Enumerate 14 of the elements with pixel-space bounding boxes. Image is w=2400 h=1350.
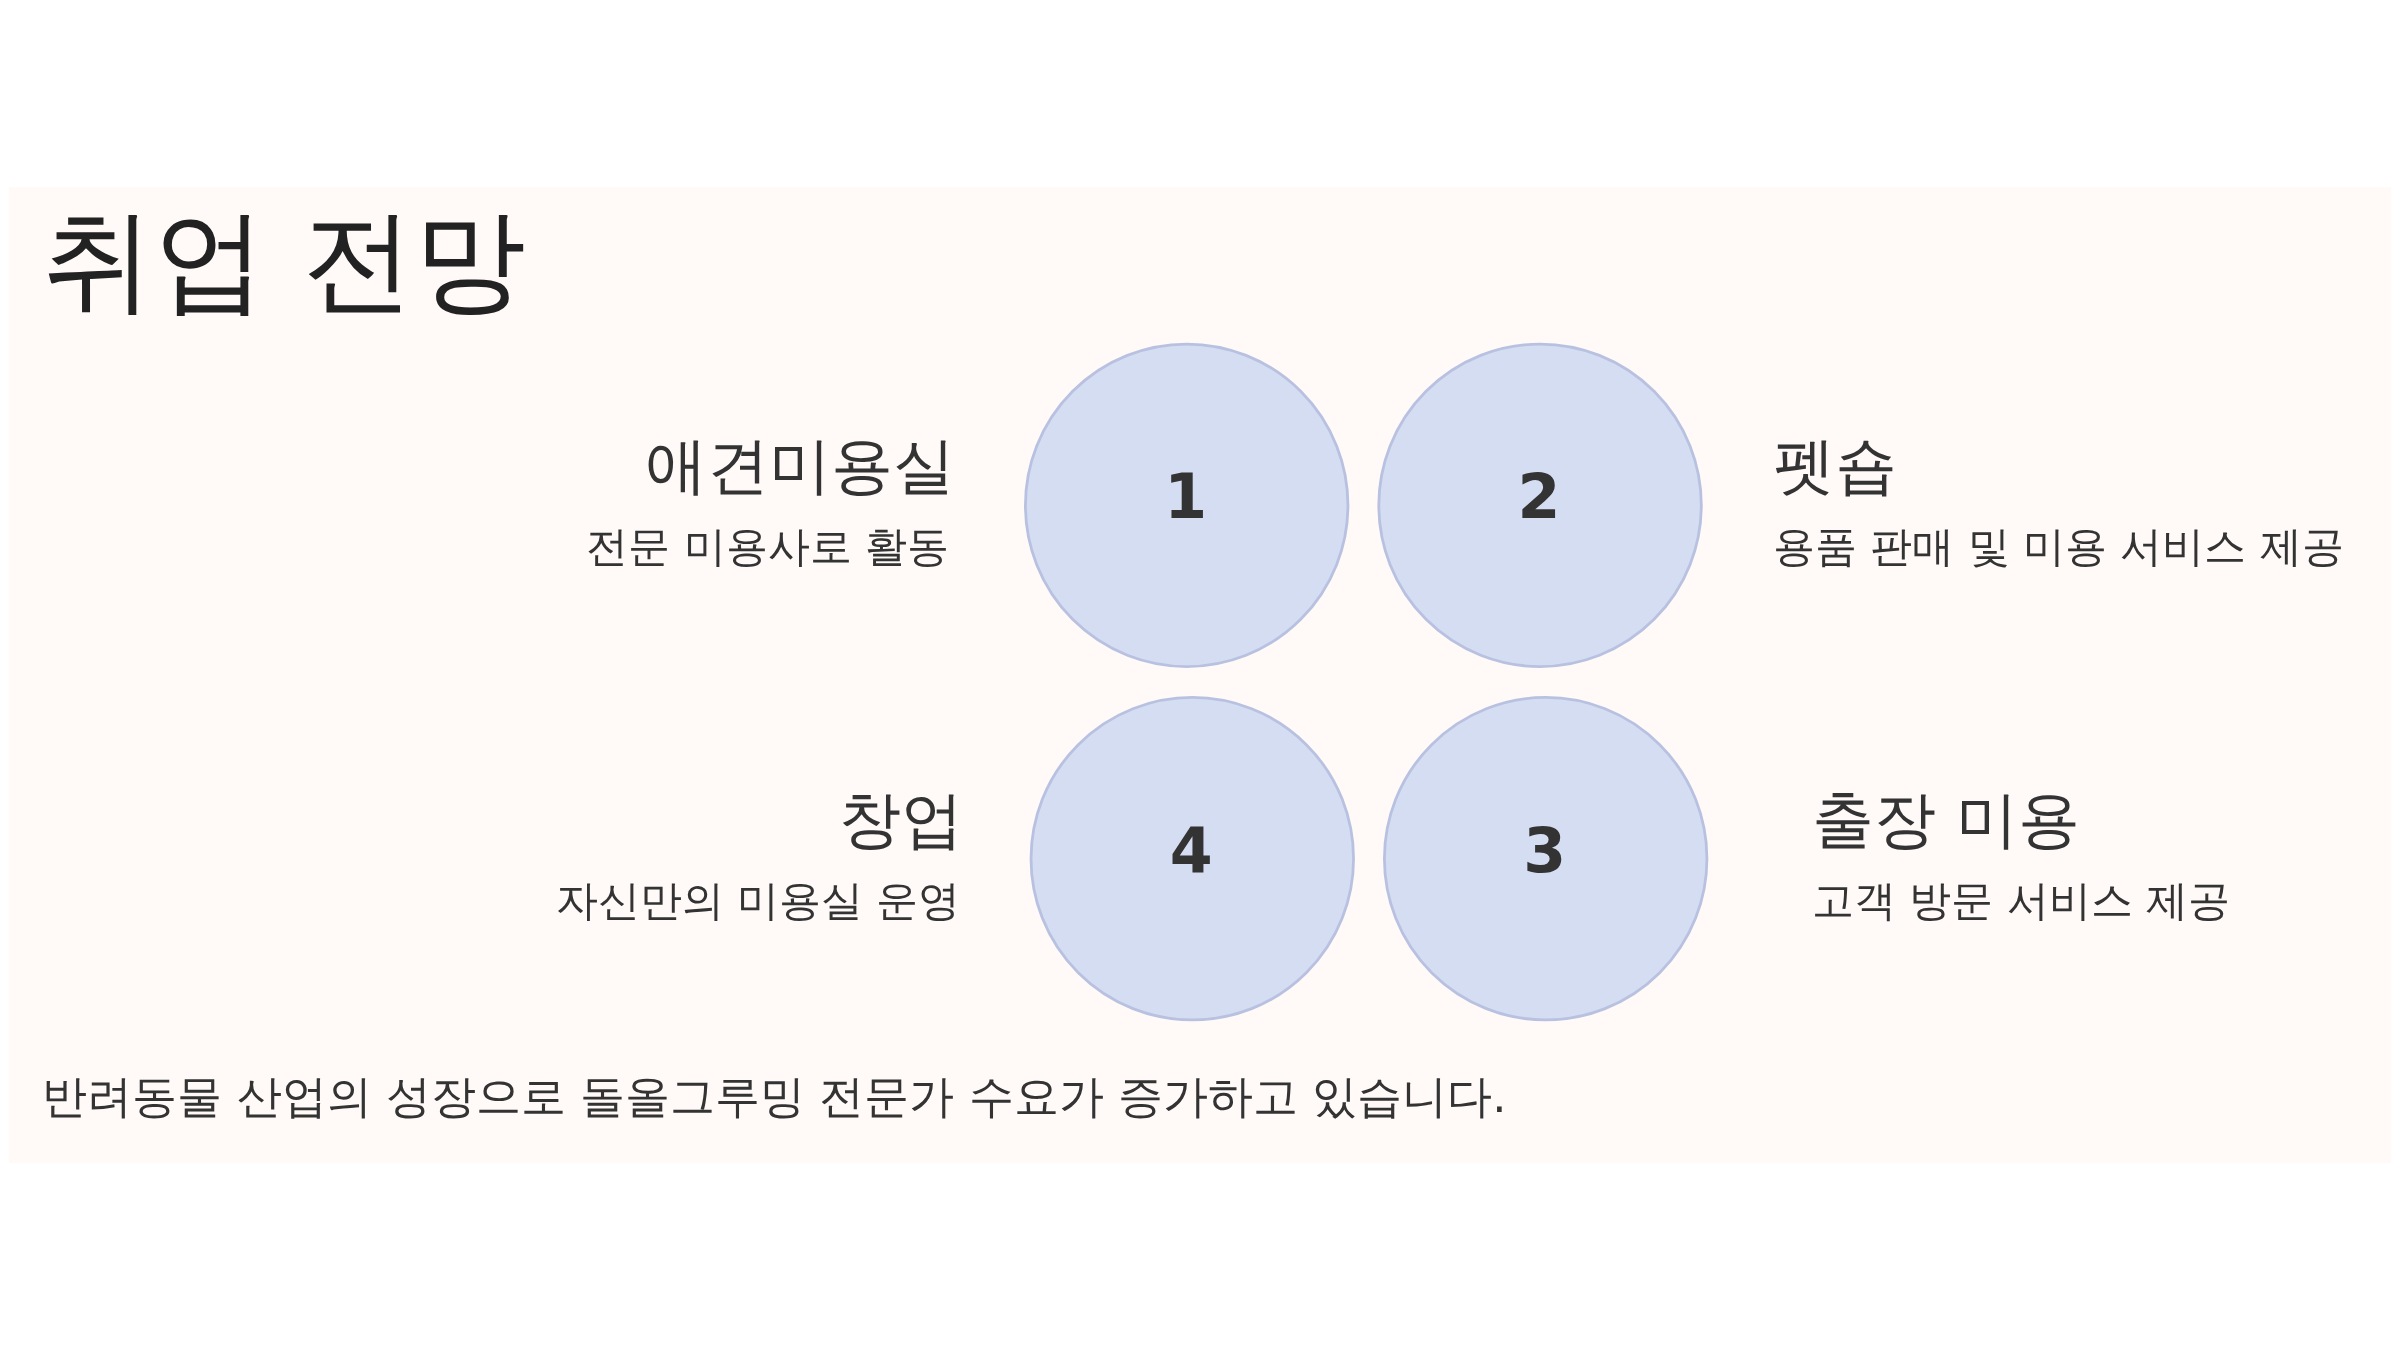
node-circle: 1 [1024, 342, 1350, 668]
node-label: 고객 방문 서비스 제공 [1812, 875, 2231, 925]
node-label: 자신만의 미용실 운영 [555, 875, 961, 925]
node-circle: 2 [1377, 342, 1703, 668]
node-label: 전문 미용사로 활동 [586, 522, 950, 572]
node-label: 출장 미용 [1812, 783, 2080, 856]
node-label: 용품 판매 및 미용 서비스 제공 [1772, 522, 2344, 572]
node-circle: 4 [1029, 696, 1355, 1022]
diagram-title: 취업 전망 [42, 195, 527, 326]
node-circle: 3 [1383, 696, 1709, 1022]
label: 반려동물 산업의 성장으로 돌올그루밍 전문가 수요가 증가하고 있습니다. [42, 1069, 1507, 1123]
node-label: 창업 [838, 783, 963, 856]
node-label: 펫숍 [1772, 430, 1897, 503]
node-label: 애견미용실 [645, 430, 956, 503]
